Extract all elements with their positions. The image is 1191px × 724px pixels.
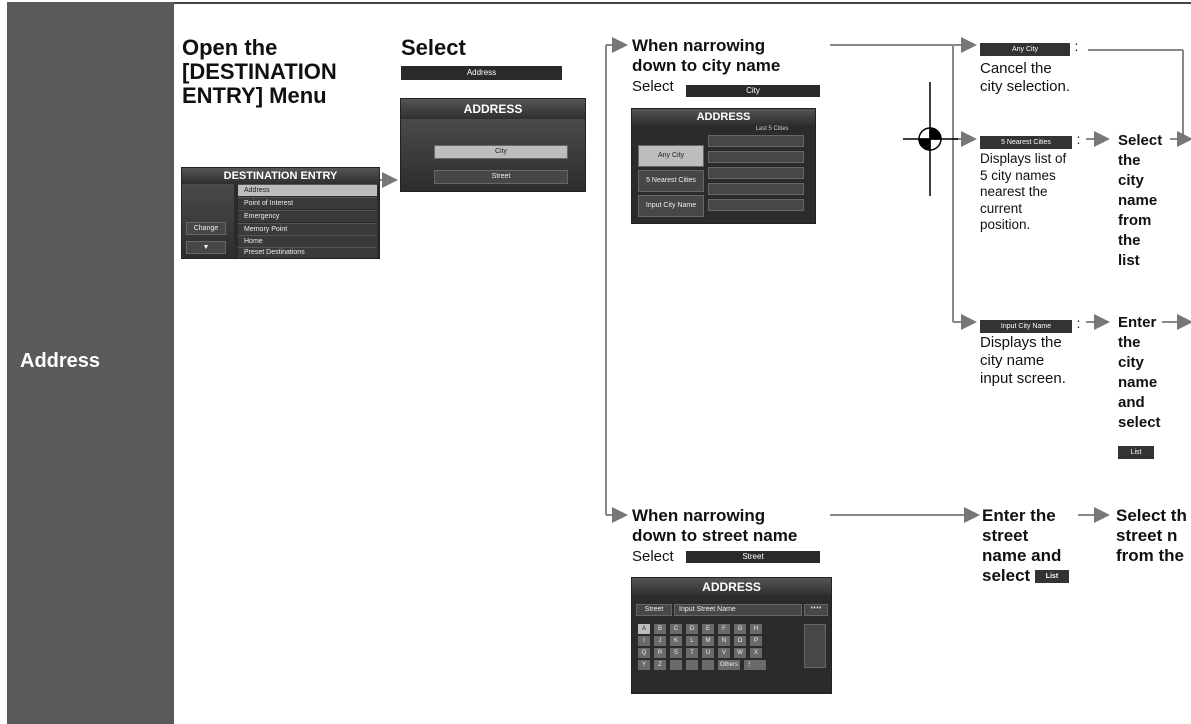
registration-mark [903,82,958,196]
section-label: Address [20,350,101,372]
recent-city-slot[interactable] [708,167,804,179]
step2-heading: Select [401,35,466,60]
nearest-description: Displays list of 5 city names nearest th… [980,151,1067,232]
input-city-item: Input City Name : [980,315,1080,333]
keyboard-key[interactable]: G [734,624,746,634]
keyboard-key[interactable] [670,660,682,670]
any-city-button[interactable]: Any City [638,145,704,167]
city-address-screen: ADDRESS Last 5 Cities Any City 5 Nearest… [631,108,816,224]
keyboard-key[interactable]: U [702,648,714,658]
nearest-cities-button[interactable]: 5 Nearest Cities [638,170,704,192]
street-branch-heading: When narrowing down to street name [632,506,798,545]
keyboard-key[interactable]: Y [638,660,650,670]
colon: : [1074,38,1079,54]
section-sidebar [7,2,174,724]
keyboard-key[interactable]: X [750,648,762,658]
menu-item-address[interactable]: Address [238,184,377,196]
menu-item-memory-point[interactable]: Memory Point [238,223,377,235]
last-cities-label: Last 5 Cities [755,126,789,132]
change-button[interactable]: Change [186,222,226,235]
colon: : [1076,131,1081,147]
keyboard-key[interactable]: J [654,636,666,646]
keyboard-key[interactable]: O [734,636,746,646]
keyboard-key[interactable]: K [670,636,682,646]
keyboard-key[interactable]: D [686,624,698,634]
input-city-name-button[interactable]: Input City Name [638,195,704,217]
street-field-button[interactable]: **** [804,604,828,616]
recent-city-slot[interactable] [708,183,804,195]
keyboard-key[interactable] [750,660,762,670]
back-key[interactable] [804,624,826,668]
street-select-label: Select [632,548,674,565]
list-tag: List [1118,446,1154,459]
keyboard-key[interactable]: Z [654,660,666,670]
keyboard-key[interactable]: L [686,636,698,646]
keyboard-key[interactable]: F [718,624,730,634]
any-city-tag: Any City [980,43,1070,56]
screen-title: ADDRESS [632,578,831,596]
scroll-down-button[interactable]: ▼ [186,241,226,254]
city-menu-bar: City [686,85,820,97]
city-select-label: Select [632,78,674,95]
keyboard-key[interactable]: S [670,648,682,658]
keyboard-key[interactable] [686,660,698,670]
recent-city-slot[interactable] [708,135,804,147]
keyboard-key[interactable]: T [686,648,698,658]
keyboard-key[interactable]: B [654,624,666,634]
street-field-label: Street [636,604,672,616]
nearest-item: 5 Nearest Cities : [980,131,1080,149]
keyboard-key[interactable]: P [750,636,762,646]
street-enter-step: Enter the street name and select List [982,506,1069,586]
colon: : [1076,315,1081,331]
screen-title: ADDRESS [632,109,815,125]
address-menu-bar: Address [401,66,562,80]
street-name-input[interactable]: Input Street Name [674,604,802,616]
address-screen: ADDRESS City Street [400,98,586,192]
street-menu-bar: Street [686,551,820,563]
any-city-description: Cancel the city selection. [980,60,1071,95]
keyboard-key[interactable]: E [702,624,714,634]
input-city-tag: Input City Name [980,320,1072,333]
recent-city-slot[interactable] [708,199,804,211]
menu-item-preset[interactable]: Preset Destinations [238,247,377,258]
keyboard-key[interactable]: V [718,648,730,658]
menu-item-emergency[interactable]: Emergency [238,210,377,222]
menu-item-home[interactable]: Home [238,235,377,247]
keyboard-key[interactable] [702,660,714,670]
any-city-item: Any City : [980,38,1078,56]
menu-item-poi[interactable]: Point of Interest [238,197,377,209]
keyboard-key[interactable]: C [670,624,682,634]
nearest-tag: 5 Nearest Cities [980,136,1072,149]
keyboard-key[interactable]: H [750,624,762,634]
keyboard-key[interactable]: Q [638,648,650,658]
keyboard-key[interactable]: W [734,648,746,658]
street-button[interactable]: Street [434,170,568,184]
recent-city-slot[interactable] [708,151,804,163]
list-tag: List [1034,570,1069,584]
keyboard-key[interactable]: Others [718,660,740,670]
screen-title: ADDRESS [401,99,585,119]
keyboard-key[interactable]: M [702,636,714,646]
input-city-description: Displays the city name input screen. [980,334,1066,387]
screen-title: DESTINATION ENTRY [182,168,379,184]
destination-entry-screen: DESTINATION ENTRY Change ▼ Address Point… [181,167,380,259]
keyboard-key[interactable]: R [654,648,666,658]
keyboard-key[interactable]: A [638,624,650,634]
city-button[interactable]: City [434,145,568,159]
keyboard-key[interactable]: I [638,636,650,646]
step1-heading: Open the [DESTINATION ENTRY] Menu [182,35,337,108]
input-city-result: Enter the city name and select [1118,314,1161,431]
keyboard-key[interactable]: N [718,636,730,646]
street-select-step: Select th street n from the [1116,506,1187,565]
nearest-result: Select the city name from the list [1118,132,1163,269]
top-rule [174,2,1191,4]
city-branch-heading: When narrowing down to city name [632,36,781,75]
